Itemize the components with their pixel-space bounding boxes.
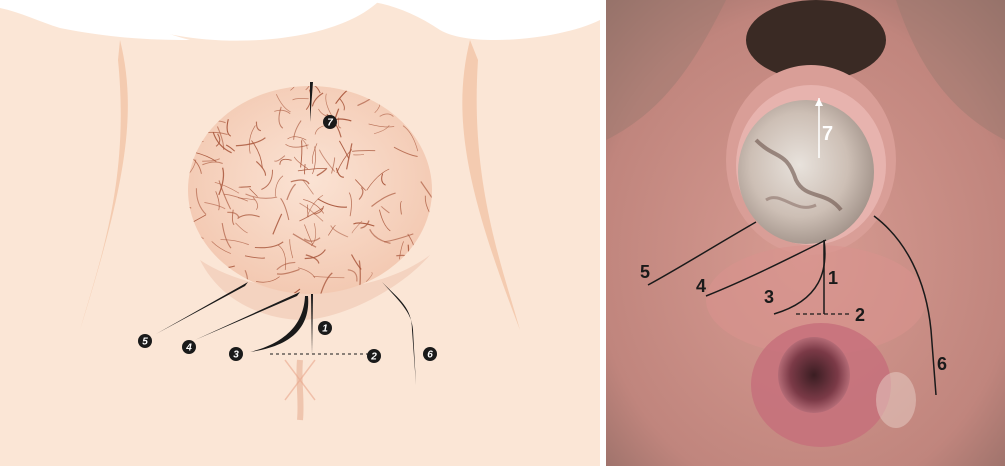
svg-text:5: 5 — [142, 337, 148, 348]
svg-text:6: 6 — [427, 350, 433, 361]
photo-label-5: 5 — [640, 262, 650, 282]
marker-1: 1 — [318, 321, 332, 335]
photo-anus — [778, 337, 850, 413]
marker-4: 4 — [182, 340, 196, 354]
illustration-panel: 7 1 2 3 4 5 6 — [0, 0, 600, 466]
svg-text:1: 1 — [322, 324, 328, 335]
illustration-svg: 7 1 2 3 4 5 6 — [0, 0, 600, 466]
photo-label-3: 3 — [764, 287, 774, 307]
clinical-photo-svg: 7 1 2 3 4 5 6 — [606, 0, 1005, 466]
photo-label-4: 4 — [696, 276, 706, 296]
svg-text:3: 3 — [233, 350, 239, 361]
marker-6: 6 — [423, 347, 437, 361]
marker-2: 2 — [367, 349, 381, 363]
svg-text:2: 2 — [370, 352, 377, 363]
photo-label-2: 2 — [855, 305, 865, 325]
clinical-photo-panel: 7 1 2 3 4 5 6 — [606, 0, 1005, 466]
anal-cleft — [299, 360, 300, 420]
svg-text:7: 7 — [327, 118, 333, 129]
photo-label-6: 6 — [937, 354, 947, 374]
photo-highlight — [876, 372, 916, 428]
photo-lesion — [738, 100, 874, 244]
photo-label-1: 1 — [828, 268, 838, 288]
marker-5: 5 — [138, 334, 152, 348]
svg-text:4: 4 — [185, 343, 192, 354]
photo-label-7: 7 — [822, 123, 833, 145]
marker-7: 7 — [323, 115, 337, 129]
marker-3: 3 — [229, 347, 243, 361]
